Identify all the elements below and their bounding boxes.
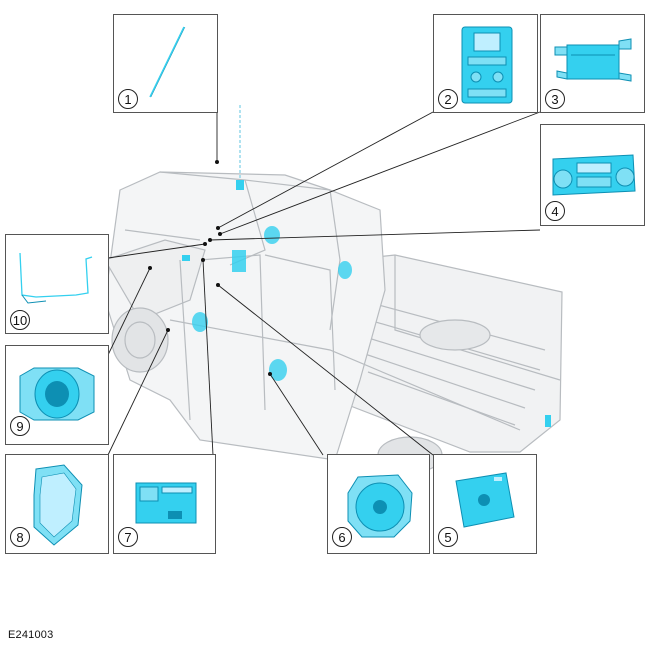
component-box-9: 9: [5, 345, 109, 445]
antenna-illustration: [149, 26, 186, 98]
wiring-harness-illustration: [19, 252, 93, 304]
door-speaker-illustration: [347, 474, 413, 538]
front-control-panel-illustration: [552, 154, 636, 196]
component-box-1: 1: [113, 14, 218, 113]
component-box-6: 6: [327, 454, 430, 554]
callout-2: 2: [438, 89, 458, 109]
callout-3: 3: [545, 89, 565, 109]
component-box-2: 2: [433, 14, 538, 113]
callout-5: 5: [438, 527, 458, 547]
callout-9: 9: [10, 416, 30, 436]
charging-pad-illustration: [455, 472, 515, 528]
component-box-4: 4: [540, 124, 645, 226]
amplifier-illustration: [135, 482, 197, 524]
installed-components: [182, 105, 551, 427]
leader-lines: [107, 111, 541, 456]
component-box-8: 8: [5, 454, 109, 554]
truck-outline: [104, 171, 563, 474]
speaker-grille-illustration: [33, 464, 83, 546]
audio-control-panel-illustration: [461, 26, 513, 104]
callout-7: 7: [118, 527, 138, 547]
component-box-5: 5: [433, 454, 537, 554]
leader-endpoints: [148, 160, 272, 376]
component-box-10: 10: [5, 234, 109, 334]
callout-4: 4: [545, 201, 565, 221]
callout-1: 1: [118, 89, 138, 109]
audio-module-illustration: [554, 38, 632, 82]
callout-10: 10: [10, 310, 30, 330]
speaker-illustration: [19, 367, 95, 421]
callout-8: 8: [10, 527, 30, 547]
figure-reference: E241003: [8, 629, 54, 641]
component-box-3: 3: [540, 14, 645, 113]
callout-6: 6: [332, 527, 352, 547]
component-box-7: 7: [113, 454, 216, 554]
